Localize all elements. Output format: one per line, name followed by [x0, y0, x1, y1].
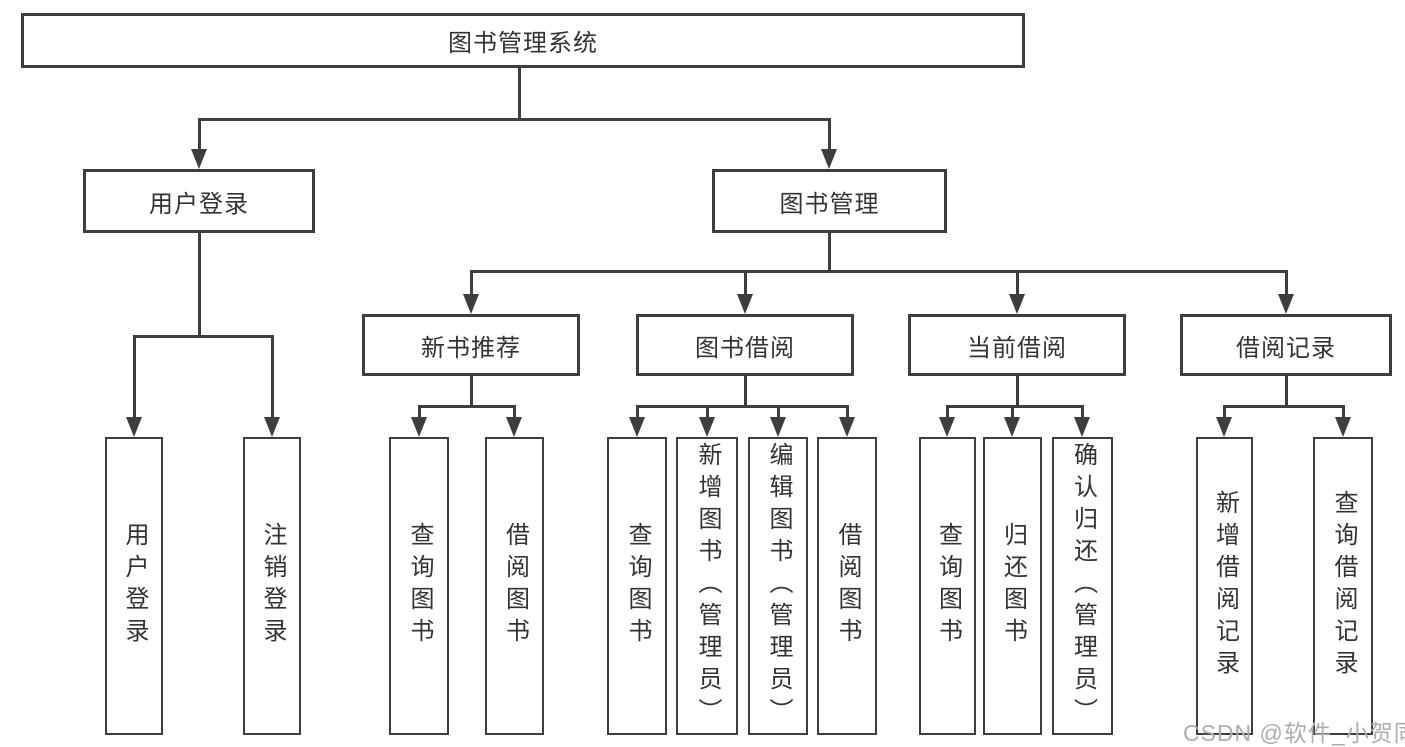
node-label: 用户登录 — [149, 190, 249, 218]
leaf-confirm-return-admin: 确认归还（管理员） — [1052, 437, 1113, 735]
arrowhead-down — [839, 417, 855, 437]
leaf-label: 查询图书 — [406, 522, 433, 650]
node-current-borrow: 当前借阅 — [908, 314, 1126, 376]
leaf-label: 编辑图书（管理员） — [765, 442, 792, 730]
connector-borrow-records-branch — [1223, 405, 1344, 408]
arrowhead-down — [1004, 417, 1020, 437]
connector-root-stem — [518, 67, 521, 119]
arrowhead-down — [1009, 294, 1025, 314]
leaf-label: 注销登录 — [259, 522, 286, 650]
arrowhead-down — [1278, 294, 1294, 314]
leaf-query-books-recommend: 查询图书 — [389, 437, 449, 735]
connector-to-leaf — [418, 405, 421, 419]
leaf-label: 借阅图书 — [834, 522, 861, 650]
connector-to-leaf — [271, 335, 274, 419]
leaf-label: 查询图书 — [934, 522, 962, 650]
leaf-add-book-admin: 新增图书（管理员） — [676, 437, 738, 735]
leaf-label: 查询借阅记录 — [1330, 490, 1357, 682]
node-label: 借阅记录 — [1236, 334, 1336, 362]
arrowhead-down — [939, 417, 955, 437]
leaf-borrow-books-recommend: 借阅图书 — [485, 437, 544, 735]
leaf-label: 新增图书（管理员） — [694, 442, 721, 730]
connector-current-borrow-stem — [1016, 375, 1019, 407]
node-label: 图书借阅 — [695, 334, 795, 362]
leaf-label: 查询图书 — [624, 522, 651, 650]
leaf-add-borrow-record: 新增借阅记录 — [1196, 437, 1253, 735]
connector-user-login-stem — [198, 232, 201, 336]
node-book-management: 图书管理 — [712, 169, 947, 233]
leaf-label: 归还图书 — [999, 522, 1027, 650]
arrowhead-down — [463, 294, 479, 314]
arrowhead-down — [737, 294, 753, 314]
leaf-query-books-borrow: 查询图书 — [607, 437, 667, 735]
arrowhead-down — [191, 149, 207, 169]
arrowhead-down — [1216, 417, 1232, 437]
node-borrow-records: 借阅记录 — [1180, 314, 1392, 376]
connector-to-new-books — [470, 270, 473, 296]
leaf-label: 确认归还（管理员） — [1069, 442, 1097, 730]
connector-to-leaf — [1081, 405, 1084, 419]
leaf-return-book: 归还图书 — [983, 437, 1042, 735]
connector-root-branch — [198, 118, 830, 121]
leaf-query-borrow-record: 查询借阅记录 — [1313, 437, 1373, 735]
node-user-login: 用户登录 — [83, 169, 315, 233]
csdn-watermark: CSDN @软件_小贺同学 — [1183, 720, 1405, 746]
connector-borrow-records-stem — [1285, 375, 1288, 407]
arrowhead-down — [506, 417, 522, 437]
arrowhead-down — [699, 417, 715, 437]
connector-new-books-stem — [470, 375, 473, 407]
connector-book-mgmt-branch — [470, 270, 1287, 273]
arrowhead-down — [770, 417, 786, 437]
arrowhead-down — [126, 417, 142, 437]
connector-to-leaf — [706, 405, 709, 419]
arrowhead-down — [411, 417, 427, 437]
node-label: 当前借阅 — [967, 334, 1067, 362]
leaf-borrow-books: 借阅图书 — [817, 437, 877, 735]
connector-book-mgmt-stem — [828, 232, 831, 272]
connector-to-leaf — [1342, 405, 1345, 419]
leaf-label: 借阅图书 — [501, 522, 529, 650]
connector-book-borrow-branch — [636, 405, 848, 408]
leaf-logout: 注销登录 — [243, 437, 301, 735]
connector-to-leaf — [1011, 405, 1014, 419]
node-label: 图书管理 — [779, 190, 880, 218]
leaf-query-books-current: 查询图书 — [919, 437, 976, 735]
arrowhead-down — [821, 149, 837, 169]
connector-to-leaf — [636, 405, 639, 419]
arrowhead-down — [1074, 417, 1090, 437]
connector-to-user-login — [198, 118, 201, 151]
connector-user-login-branch — [133, 335, 273, 338]
leaf-label: 新增借阅记录 — [1211, 490, 1239, 682]
leaf-edit-book-admin: 编辑图书（管理员） — [748, 437, 808, 735]
arrowhead-down — [1335, 417, 1351, 437]
connector-to-leaf — [846, 405, 849, 419]
connector-book-borrow-stem — [744, 375, 747, 407]
connector-to-leaf — [133, 335, 136, 419]
connector-to-borrow-records — [1285, 270, 1288, 296]
node-root-library-system: 图书管理系统 — [21, 13, 1025, 68]
connector-to-book-mgmt — [828, 118, 831, 151]
arrowhead-down — [264, 417, 280, 437]
connector-to-book-borrow — [744, 270, 747, 296]
connector-to-leaf — [777, 405, 780, 419]
connector-to-leaf — [946, 405, 949, 419]
connector-current-borrow-branch — [946, 405, 1083, 408]
node-label: 图书管理系统 — [448, 30, 598, 57]
leaf-label: 用户登录 — [121, 522, 148, 650]
node-book-borrow: 图书借阅 — [636, 314, 854, 376]
connector-to-leaf — [1223, 405, 1226, 419]
connector-to-leaf — [513, 405, 516, 419]
leaf-user-login: 用户登录 — [105, 437, 163, 735]
node-new-book-recommend: 新书推荐 — [362, 314, 580, 376]
connector-to-current-borrow — [1016, 270, 1019, 296]
arrowhead-down — [629, 417, 645, 437]
node-label: 新书推荐 — [421, 334, 521, 362]
connector-new-books-branch — [418, 405, 516, 408]
